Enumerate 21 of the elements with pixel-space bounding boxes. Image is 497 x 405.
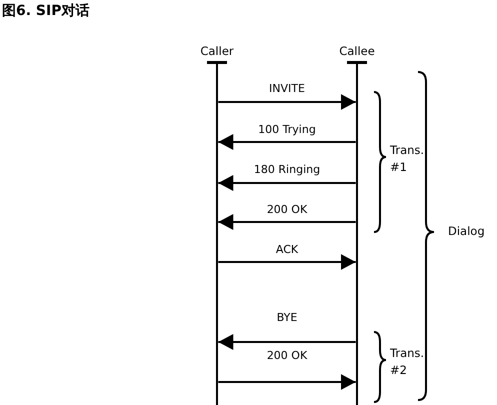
brace-label: Dialog	[448, 223, 486, 240]
edge-label: INVITE	[267, 82, 307, 95]
message-arrow	[218, 214, 356, 230]
edge-label: ACK	[274, 243, 300, 256]
message-arrow	[218, 254, 356, 270]
edge-label: BYE	[274, 311, 300, 324]
message-arrow	[218, 334, 356, 350]
brace-label: Trans. #2	[390, 345, 426, 379]
message-arrow	[218, 134, 356, 150]
message-arrow	[218, 175, 356, 191]
edge-label: 200 OK	[264, 203, 310, 216]
lifeline	[216, 62, 218, 405]
message-arrow	[218, 374, 356, 390]
lifeline	[356, 62, 358, 405]
message-arrow	[218, 94, 356, 110]
edge-label: 200 OK	[264, 349, 310, 362]
figure-title: 图6. SIP对话	[2, 2, 90, 20]
lifeline-label: Callee	[339, 44, 375, 58]
edge-label: 100 Trying	[256, 123, 318, 136]
lifeline-label: Caller	[200, 44, 234, 58]
brace-label: Trans. #1	[390, 142, 426, 176]
